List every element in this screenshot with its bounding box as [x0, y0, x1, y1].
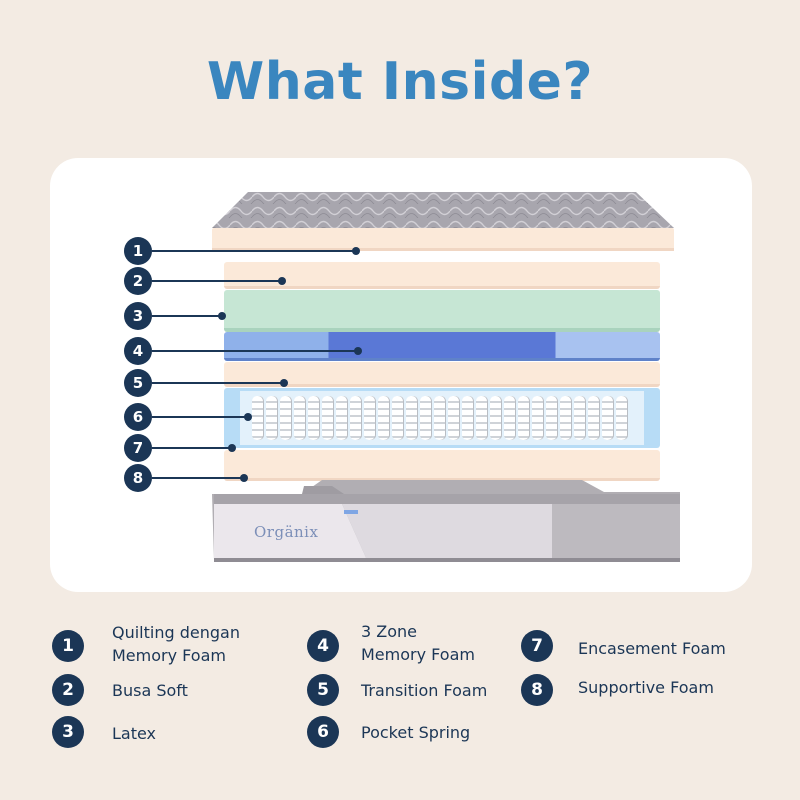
supportive-foam-layer: [224, 450, 660, 481]
spring-coil: [476, 396, 488, 440]
mattress-base-cover: [212, 480, 680, 562]
leader-dot-3: [218, 312, 226, 320]
legend-badge-2: 2: [52, 674, 84, 706]
spring-coil: [266, 396, 278, 440]
latex-layer: [224, 290, 660, 332]
marker-6: 6: [124, 403, 152, 431]
leader-dot-8: [240, 474, 248, 482]
spring-coil: [336, 396, 348, 440]
transition-foam-layer: [224, 362, 660, 387]
spring-coil: [490, 396, 502, 440]
legend-label-3: Latex: [112, 724, 157, 743]
marker-3: 3: [124, 302, 152, 330]
leader-dot-4: [354, 347, 362, 355]
pocket-spring-layer: [252, 396, 632, 440]
spring-coil: [560, 396, 572, 440]
spring-coil: [602, 396, 614, 440]
leader-dot-6: [244, 413, 252, 421]
legend-label-8: Supportive Foam: [578, 678, 714, 697]
spring-coil: [350, 396, 362, 440]
legend-badge-6: 6: [307, 716, 339, 748]
spring-coil: [392, 396, 404, 440]
quilted-top-layer: [212, 192, 674, 251]
legend-label-5: Transition Foam: [361, 681, 488, 700]
spring-coil: [504, 396, 516, 440]
leader-line-6: [152, 416, 248, 418]
leader-line-3: [152, 315, 222, 317]
soft-foam-layer: [224, 262, 660, 289]
spring-coil: [616, 396, 628, 440]
spring-coil: [406, 396, 418, 440]
leader-dot-7: [228, 444, 236, 452]
brand-logo: Orgänix: [254, 523, 319, 541]
page-title: What Inside?: [206, 52, 594, 112]
legend-badge-7: 7: [521, 630, 553, 662]
marker-7: 7: [124, 434, 152, 462]
spring-coil: [322, 396, 334, 440]
spring-coil: [448, 396, 460, 440]
legend-badge-4: 4: [307, 630, 339, 662]
leader-dot-1: [352, 247, 360, 255]
marker-2: 2: [124, 267, 152, 295]
spring-coil: [532, 396, 544, 440]
spring-coil: [420, 396, 432, 440]
zone-memory-foam-layer: [224, 332, 660, 361]
spring-coil: [588, 396, 600, 440]
leader-line-1: [152, 250, 356, 252]
spring-coil: [378, 396, 390, 440]
marker-8: 8: [124, 464, 152, 492]
marker-1: 1: [124, 237, 152, 265]
spring-coil: [518, 396, 530, 440]
marker-4: 4: [124, 337, 152, 365]
leader-dot-2: [278, 277, 286, 285]
spring-coil: [434, 396, 446, 440]
spring-coil: [574, 396, 586, 440]
leader-line-7: [152, 447, 232, 449]
spring-coil: [252, 396, 264, 440]
legend-badge-8: 8: [521, 674, 553, 706]
leader-line-5: [152, 382, 284, 384]
spring-coil: [308, 396, 320, 440]
spring-coil: [280, 396, 292, 440]
leader-line-8: [152, 477, 244, 479]
legend-label-6: Pocket Spring: [361, 723, 471, 742]
legend-badge-5: 5: [307, 674, 339, 706]
leader-dot-5: [280, 379, 288, 387]
spring-coil: [294, 396, 306, 440]
marker-5: 5: [124, 369, 152, 397]
leader-line-2: [152, 280, 282, 282]
leader-line-4: [152, 350, 358, 352]
legend-label-2: Busa Soft: [112, 681, 188, 700]
spring-coil: [546, 396, 558, 440]
legend-label-7: Encasement Foam: [578, 639, 726, 658]
legend-badge-3: 3: [52, 716, 84, 748]
spring-coil: [462, 396, 474, 440]
legend-badge-1: 1: [52, 630, 84, 662]
spring-coil: [364, 396, 376, 440]
